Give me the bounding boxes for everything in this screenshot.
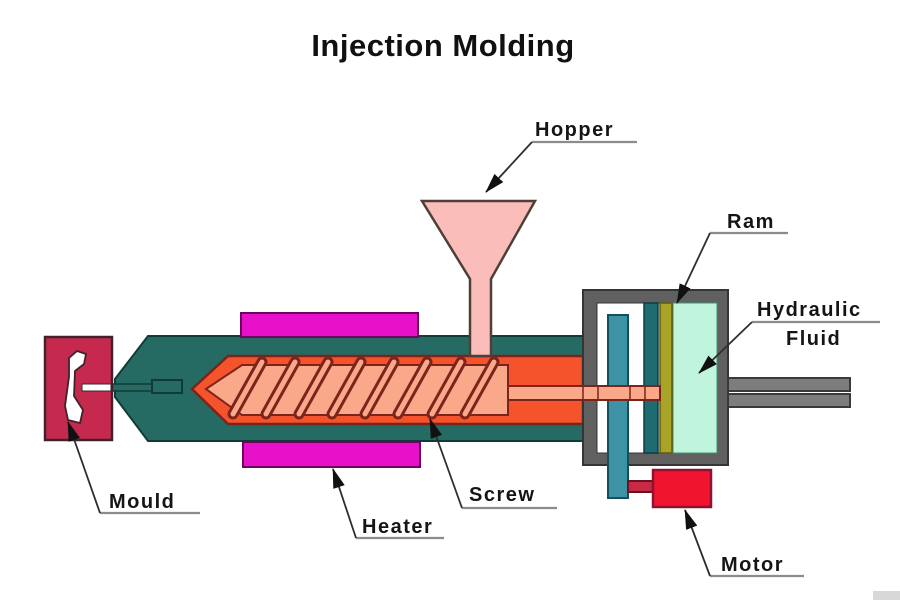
heater-band-bottom (242, 441, 421, 468)
label-heater: Heater (362, 516, 433, 538)
motor-coupling (627, 480, 654, 493)
screw-shaft-segments (582, 386, 646, 400)
ram-plate (659, 302, 673, 454)
nozzle-tip (151, 379, 183, 394)
hydraulic-fluid-chamber (672, 302, 718, 454)
label-hydraulic-fluid-line2: Fluid (786, 328, 841, 350)
heater-band-top (240, 312, 419, 338)
hopper-funnel (419, 199, 538, 358)
screw-shaft (507, 385, 661, 401)
label-screw: Screw (469, 484, 535, 506)
mould-leader-line (67, 421, 101, 514)
screw-flight-fill (395, 359, 430, 417)
label-hydraulic-fluid-line1: Hydraulic (757, 299, 862, 321)
heater-leader-line (332, 468, 357, 539)
piston-rod-bottom (727, 393, 851, 408)
label-ram: Ram (727, 211, 775, 233)
hopper-leader-line (485, 141, 533, 193)
screw-flight-fill (362, 359, 397, 417)
piston-rod-top (727, 377, 851, 392)
diagram-title: Injection Molding (311, 28, 574, 63)
bearing-bar (607, 314, 629, 499)
hydraulic-fluid-leader-line (698, 321, 753, 374)
mould-cavity (64, 349, 88, 425)
label-mould: Mould (109, 491, 175, 513)
piston-plate (643, 302, 659, 454)
motor-leader-line (684, 509, 711, 577)
screw-flight-fill (296, 359, 331, 417)
screw-flight-fill (462, 359, 497, 417)
ram-leader-line (676, 232, 711, 304)
screw-flight-fill (230, 359, 265, 417)
screw-flight-fill (329, 359, 364, 417)
nozzle-channel (111, 383, 154, 392)
label-motor: Motor (721, 554, 784, 576)
screw-flight-fill (263, 359, 298, 417)
label-hopper: Hopper (535, 119, 614, 141)
screw-flights (227, 356, 500, 420)
corner-mark (873, 591, 900, 600)
screw-flight-fill (429, 359, 464, 417)
mould-sprue (81, 383, 112, 392)
screw-leader-line (429, 418, 463, 509)
motor (651, 468, 713, 509)
